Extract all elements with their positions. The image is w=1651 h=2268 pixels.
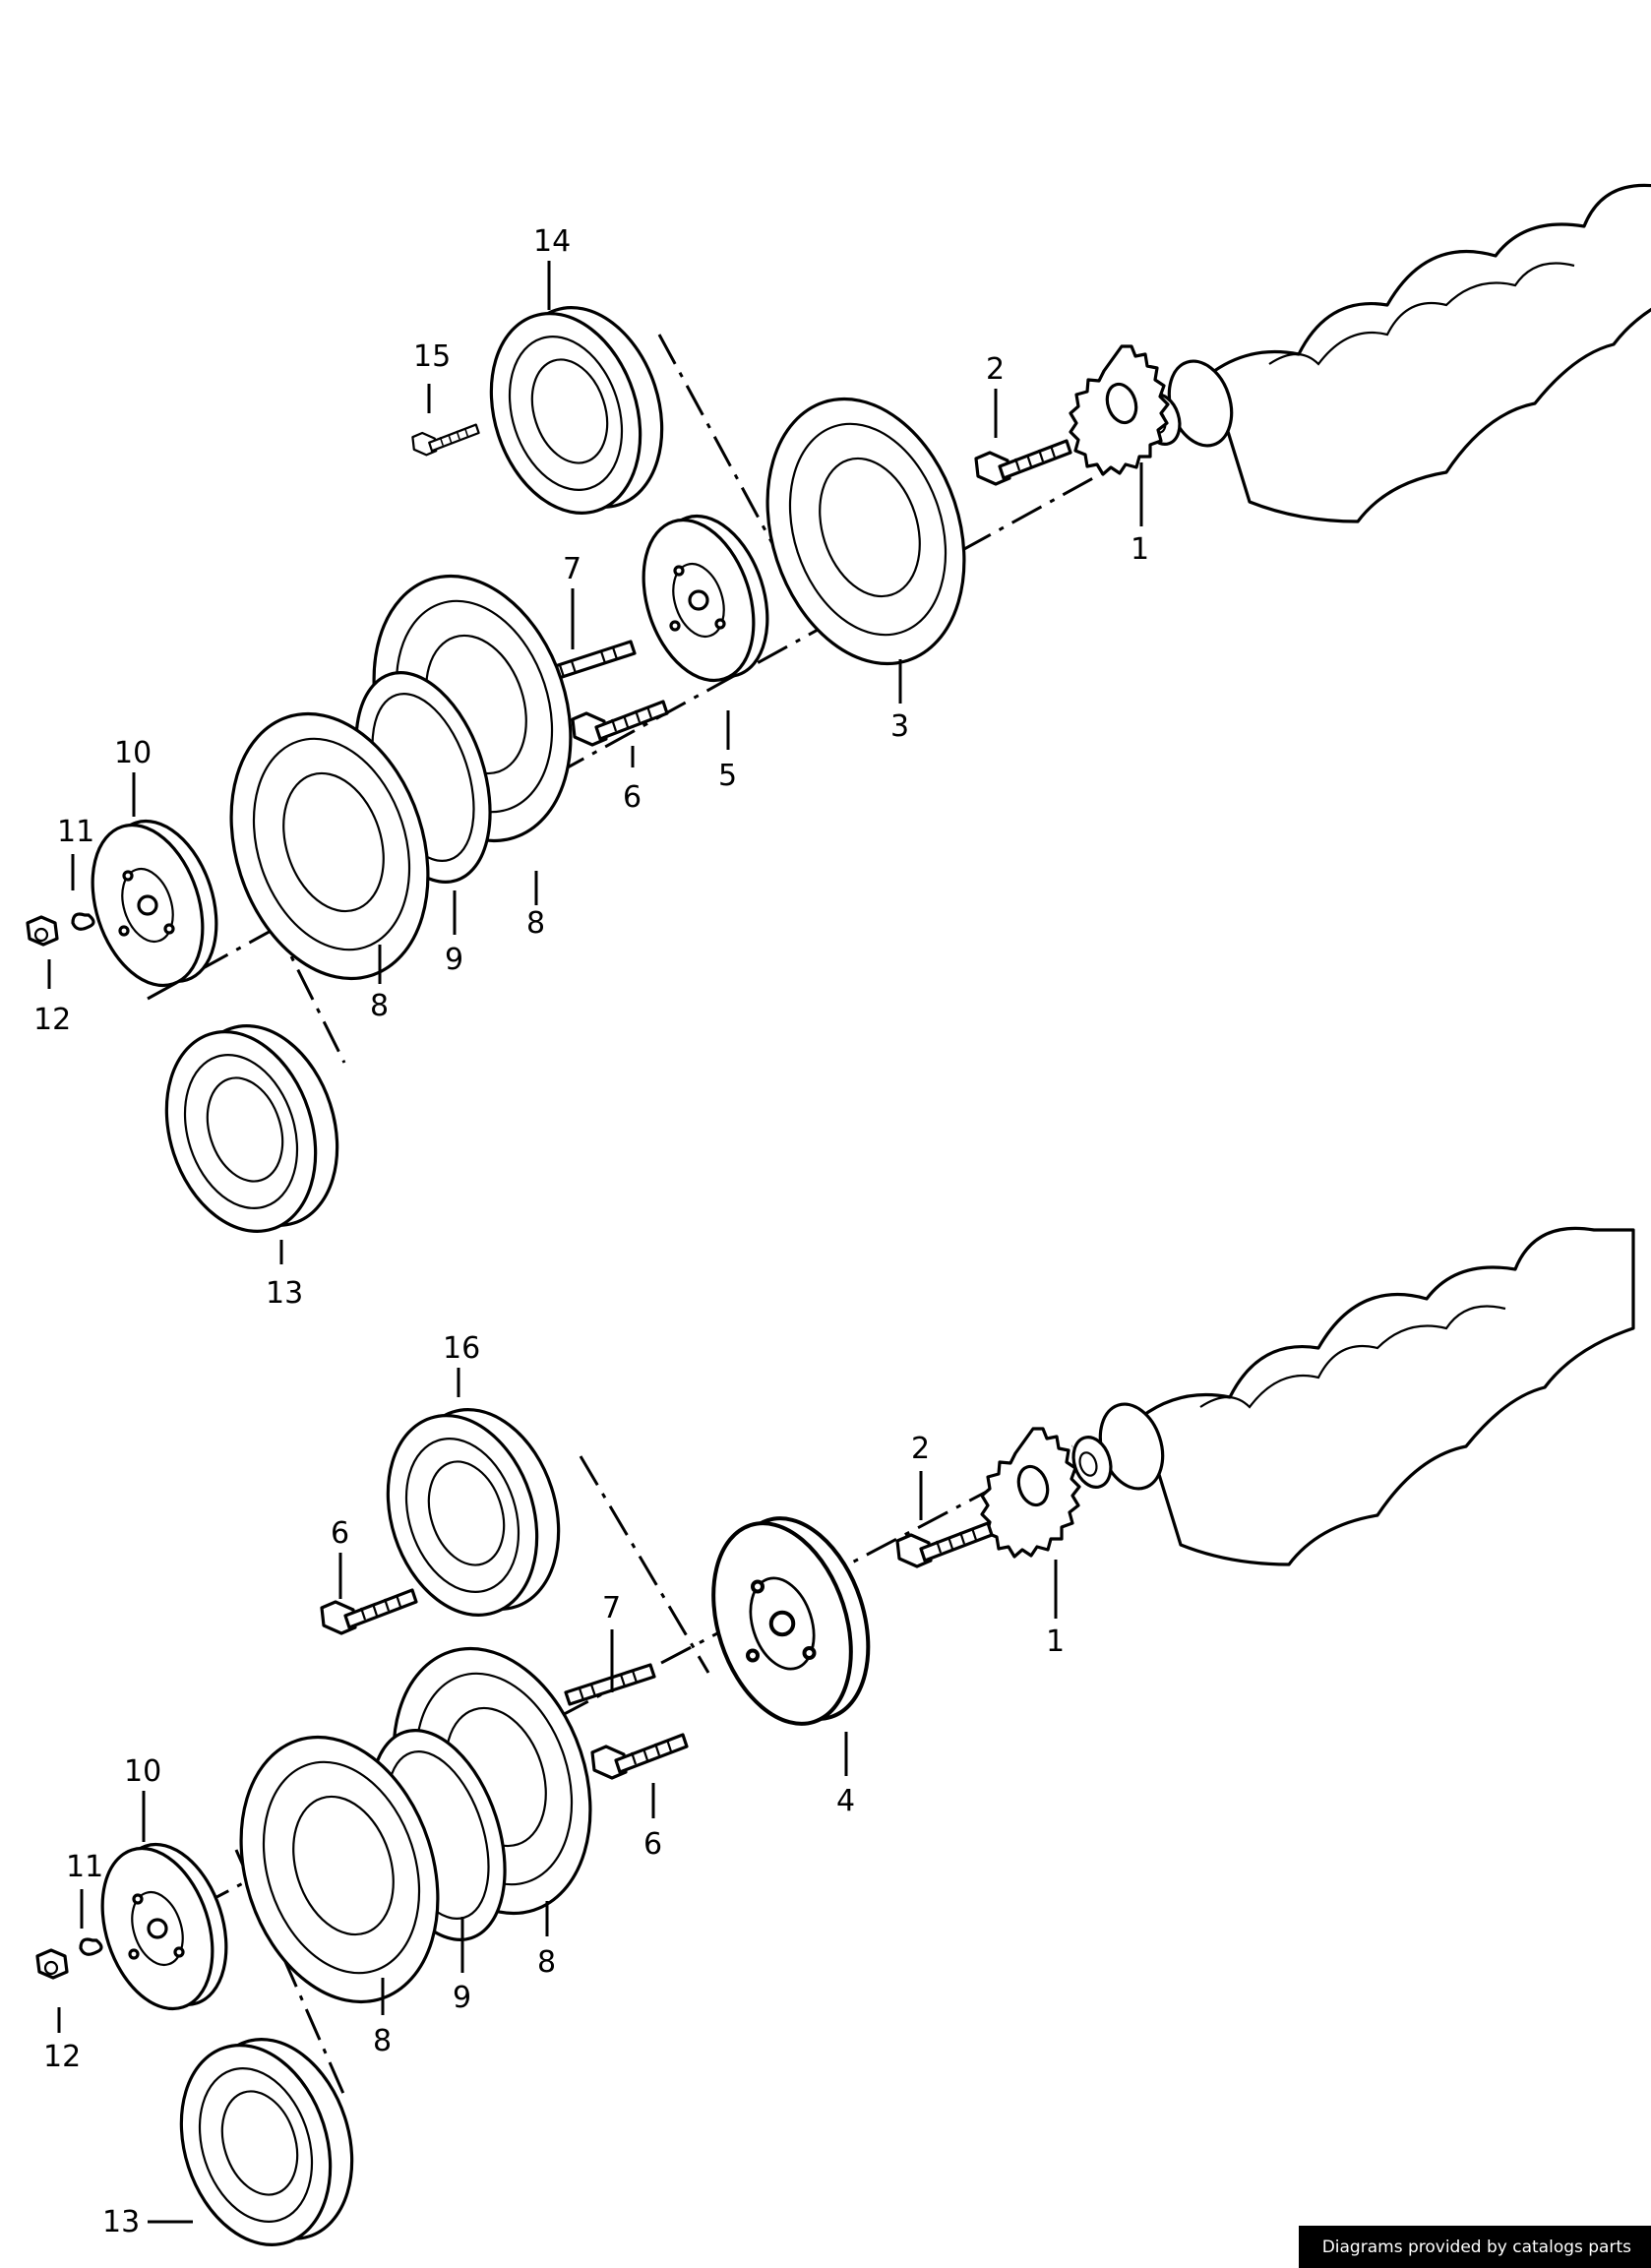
upper-assembly bbox=[26, 183, 1651, 1253]
nut-12 bbox=[26, 915, 59, 947]
hub-10-lower bbox=[81, 1828, 248, 2025]
washer-11 bbox=[71, 912, 95, 931]
pulley-13 bbox=[140, 1005, 364, 1253]
upper-belt-path-2 bbox=[657, 334, 789, 572]
bolt-15 bbox=[411, 423, 480, 457]
bolt-6-lower-top bbox=[320, 1588, 418, 1635]
callout-1: 1 bbox=[1131, 532, 1149, 567]
stud-7-lower bbox=[564, 1663, 656, 1706]
callout-1-lower: 1 bbox=[1046, 1624, 1065, 1659]
callout-8a-lower: 8 bbox=[537, 1945, 556, 1980]
callout-11: 11 bbox=[57, 815, 94, 849]
crankshaft-lower bbox=[1066, 1226, 1635, 1566]
callout-2: 2 bbox=[986, 352, 1005, 387]
callout-9-lower: 9 bbox=[453, 1981, 471, 2015]
callout-8b: 8 bbox=[370, 989, 389, 1023]
lower-belt-path-2 bbox=[579, 1455, 710, 1674]
pulley-13-lower bbox=[154, 2018, 379, 2266]
lower-assembly bbox=[35, 1226, 1635, 2266]
diagram-credit: Diagrams provided by catalogs parts bbox=[1298, 2226, 1651, 2268]
callout-8b-lower: 8 bbox=[373, 2024, 392, 2058]
callout-10-lower: 10 bbox=[124, 1754, 161, 1789]
hub-10 bbox=[71, 805, 238, 1002]
callout-10: 10 bbox=[114, 736, 152, 770]
crank-bolt-upper bbox=[974, 439, 1072, 486]
hub-5 bbox=[622, 500, 789, 697]
callout-6-lower: 6 bbox=[643, 1827, 662, 1862]
callout-4: 4 bbox=[836, 1784, 855, 1818]
nut-12-lower bbox=[35, 1948, 69, 1980]
callouts-lower: 1 2 4 6 6 7 8 8 9 10 11 12 13 16 bbox=[43, 1331, 1065, 2239]
crankshaft-upper bbox=[1134, 183, 1651, 523]
callout-7-lower: 7 bbox=[602, 1591, 621, 1625]
callout-6: 6 bbox=[623, 780, 642, 815]
callout-14: 14 bbox=[533, 224, 571, 259]
callout-13-lower: 13 bbox=[102, 2205, 140, 2239]
callout-2-lower: 2 bbox=[911, 1432, 930, 1466]
upper-belt-path bbox=[244, 865, 346, 1064]
crank-bolt-lower bbox=[895, 1521, 994, 1568]
callout-3: 3 bbox=[890, 709, 909, 744]
washer-11-lower bbox=[79, 1937, 103, 1956]
callout-6-lower-top: 6 bbox=[331, 1516, 349, 1551]
callout-12: 12 bbox=[33, 1003, 71, 1037]
callout-5: 5 bbox=[718, 759, 737, 793]
callout-9: 9 bbox=[445, 943, 463, 977]
callout-12-lower: 12 bbox=[43, 2040, 81, 2074]
damper-4 bbox=[687, 1499, 894, 1744]
timing-gear-upper bbox=[1069, 344, 1170, 476]
bolt-6-lower bbox=[590, 1733, 689, 1780]
damper-3 bbox=[733, 371, 999, 692]
callout-7: 7 bbox=[563, 552, 581, 586]
timing-gear-lower bbox=[980, 1427, 1081, 1559]
callout-15: 15 bbox=[413, 339, 451, 374]
callout-11-lower: 11 bbox=[66, 1850, 103, 1884]
callouts-upper: 1 2 3 5 6 7 8 8 9 10 11 12 13 14 15 bbox=[33, 224, 1149, 1311]
callout-16: 16 bbox=[443, 1331, 480, 1366]
callout-13: 13 bbox=[266, 1276, 303, 1311]
callout-8a: 8 bbox=[526, 906, 545, 941]
pulley-14 bbox=[464, 286, 689, 534]
